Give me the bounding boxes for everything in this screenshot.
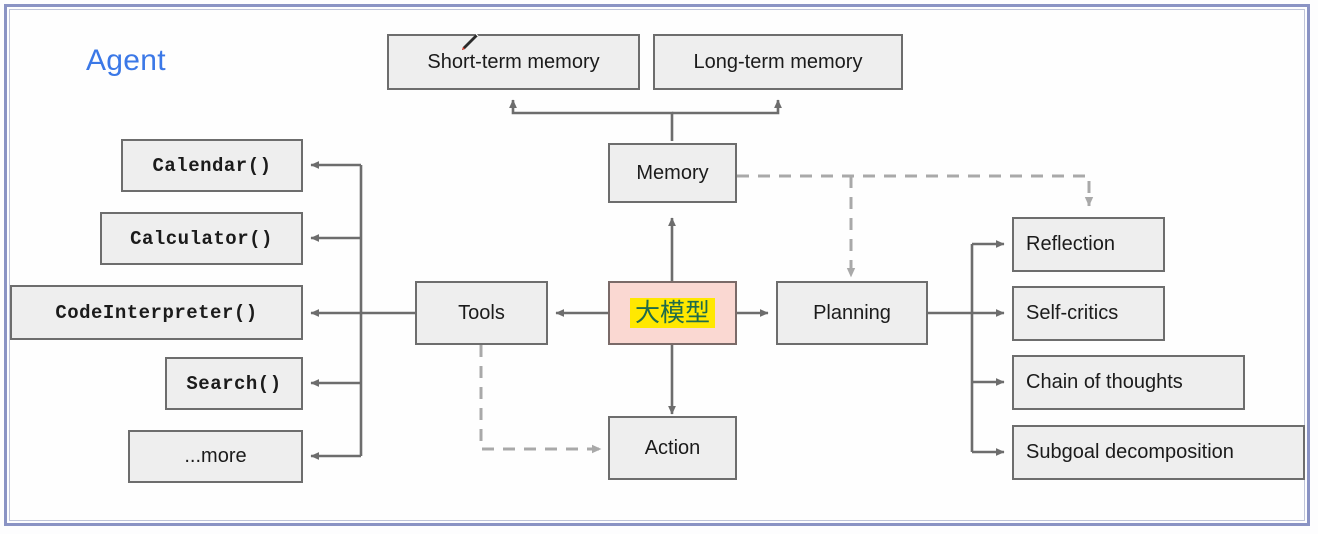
node-planning-self-critics[interactable]: Self-critics — [1012, 286, 1165, 341]
node-label: Action — [644, 436, 701, 459]
node-short-term-memory[interactable]: Short-term memory — [387, 34, 640, 90]
node-label: CodeInterpreter() — [55, 301, 258, 324]
node-label: Chain of thoughts — [1026, 371, 1183, 393]
node-planning-chain-of-thoughts[interactable]: Chain of thoughts — [1012, 355, 1245, 410]
node-label: Calculator() — [130, 227, 273, 250]
node-llm[interactable]: 大模型 — [608, 281, 737, 345]
node-label: Search() — [186, 372, 282, 395]
node-label: Planning — [813, 301, 891, 324]
node-tools[interactable]: Tools — [415, 281, 548, 345]
node-label: Reflection — [1026, 233, 1115, 255]
node-tool-calculator[interactable]: Calculator() — [100, 212, 303, 265]
node-label: 大模型 — [629, 297, 715, 329]
node-memory[interactable]: Memory — [608, 143, 737, 203]
node-tool-calendar[interactable]: Calendar() — [121, 139, 303, 192]
node-label: Subgoal decomposition — [1026, 441, 1234, 463]
node-label: ...more — [184, 445, 247, 467]
node-long-term-memory[interactable]: Long-term memory — [653, 34, 903, 90]
node-tool-codeinterpreter[interactable]: CodeInterpreter() — [10, 285, 303, 340]
node-label: Self-critics — [1026, 302, 1119, 324]
node-tool-more[interactable]: ...more — [128, 430, 303, 483]
node-label: Short-term memory — [427, 50, 600, 73]
node-label: Long-term memory — [693, 50, 863, 73]
node-tool-search[interactable]: Search() — [165, 357, 303, 410]
page-title: Agent — [86, 44, 166, 77]
node-planning-reflection[interactable]: Reflection — [1012, 217, 1165, 272]
node-action[interactable]: Action — [608, 416, 737, 480]
node-label: Memory — [636, 161, 709, 184]
node-planning[interactable]: Planning — [776, 281, 928, 345]
node-label: Calendar() — [152, 154, 272, 177]
node-planning-subgoal-decomposition[interactable]: Subgoal decomposition — [1012, 425, 1305, 480]
node-label: Tools — [458, 301, 505, 324]
